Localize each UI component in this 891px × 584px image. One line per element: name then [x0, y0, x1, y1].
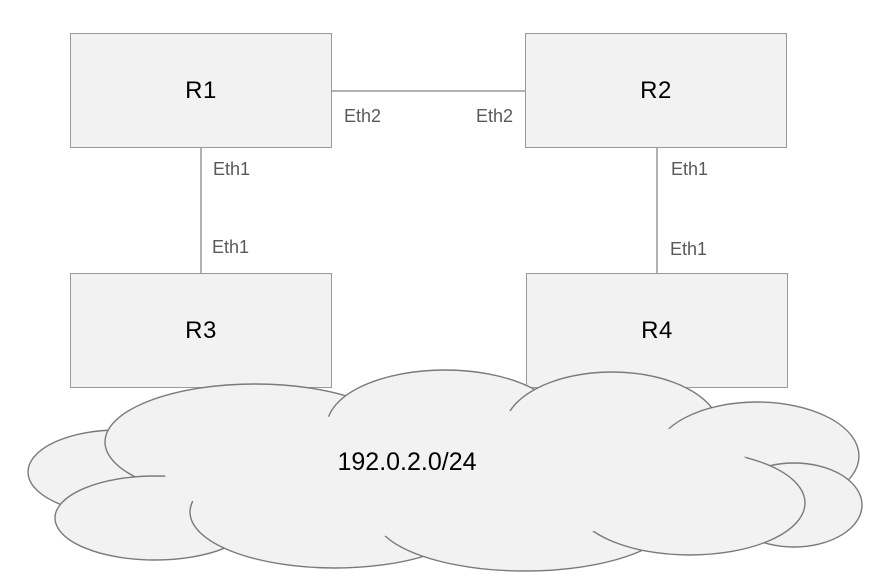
router-node-r1: R1	[70, 33, 332, 148]
interface-label-r2-eth1: Eth1	[671, 159, 709, 179]
router-node-label: R3	[185, 316, 217, 344]
router-node-label: R1	[185, 76, 217, 104]
router-node-r3: R3	[70, 273, 332, 388]
interface-label-r2-eth2: Eth2	[476, 106, 514, 126]
router-node-r4: R4	[526, 273, 788, 388]
cloud-bump	[54, 475, 256, 561]
router-node-label: R2	[640, 76, 672, 104]
cloud-bump	[654, 401, 860, 511]
router-node-label: R4	[641, 316, 673, 344]
network-address-label: 192.0.2.0/24	[337, 448, 477, 476]
cloud-bump	[374, 460, 676, 572]
interface-label-r4-eth1: Eth1	[670, 239, 708, 259]
cloud-bump	[725, 462, 863, 548]
cloud-bump	[27, 429, 209, 515]
router-node-r2: R2	[525, 33, 787, 148]
interface-label-r1-eth2: Eth2	[344, 106, 382, 126]
cloud-bump	[574, 450, 806, 556]
interface-label-r3-eth1: Eth1	[212, 237, 250, 257]
cloud-bump	[104, 383, 406, 501]
interface-label-r1-eth1: Eth1	[213, 159, 251, 179]
